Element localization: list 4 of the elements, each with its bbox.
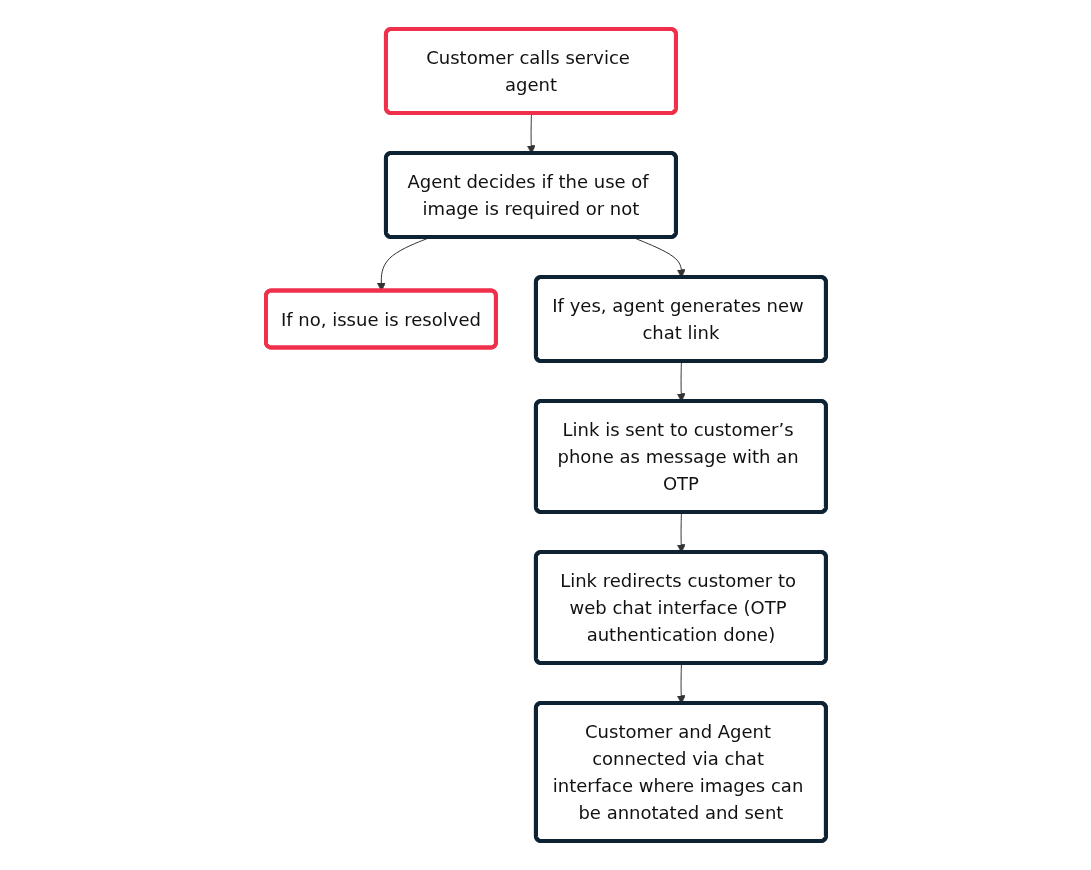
arrow — [676, 512, 686, 553]
arrow — [676, 361, 686, 402]
arrow — [676, 663, 686, 704]
arrow — [526, 113, 536, 154]
